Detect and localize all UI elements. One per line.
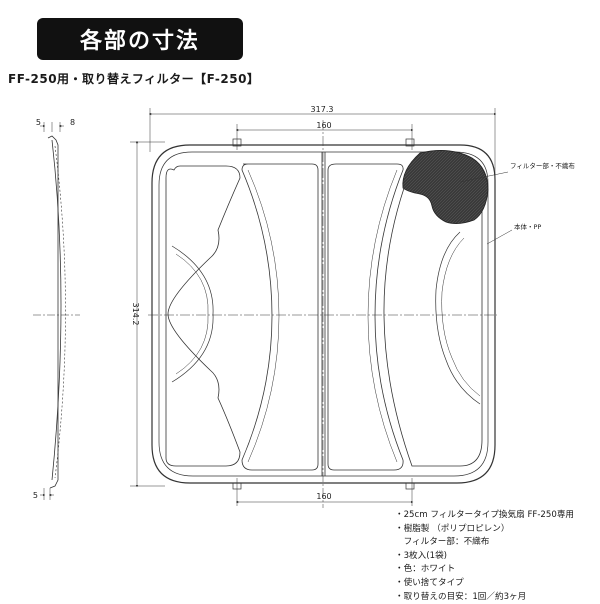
dim-overall-width: 317.3: [311, 105, 334, 114]
dim-side-bottom: 5: [33, 491, 38, 500]
callout-leaders: [459, 171, 513, 245]
dimension-lines: [130, 108, 497, 506]
spec-item: ・色：ホワイト: [395, 564, 456, 575]
title-banner: 各部の寸法: [37, 18, 243, 60]
spec-list: ・25cm フィルタータイプ換気扇 FF-250専用 ・樹脂製 （ポリプロピレン…: [395, 509, 574, 604]
dim-inner-width-top: 160: [316, 121, 331, 130]
callout-body-label: 本体・PP: [514, 222, 541, 231]
filter-front-view: [148, 120, 497, 508]
dim-height: 314.2: [131, 303, 140, 326]
spec-item: ・取り替えの目安：1回／約3ヶ月: [395, 591, 527, 602]
dim-side-top-right: 8: [70, 118, 75, 127]
spec-item: フィルター部：不織布: [395, 537, 490, 548]
spec-item: ・使い捨てタイプ: [395, 577, 464, 588]
dim-side-top-left: 5: [36, 118, 41, 127]
spec-item: ・樹脂製 （ポリプロピレン）: [395, 523, 510, 534]
spec-item: ・3枚入(1袋): [395, 550, 448, 561]
product-subtitle: FF-250用・取り替えフィルター【F-250】: [8, 72, 260, 86]
spec-item: ・25cm フィルタータイプ換気扇 FF-250専用: [395, 510, 575, 520]
dim-inner-width-bottom: 160: [316, 492, 331, 501]
side-profile-view: [33, 122, 80, 500]
page-title: 各部の寸法: [79, 29, 200, 54]
callout-filter-label: フィルター部・不織布: [510, 161, 575, 170]
